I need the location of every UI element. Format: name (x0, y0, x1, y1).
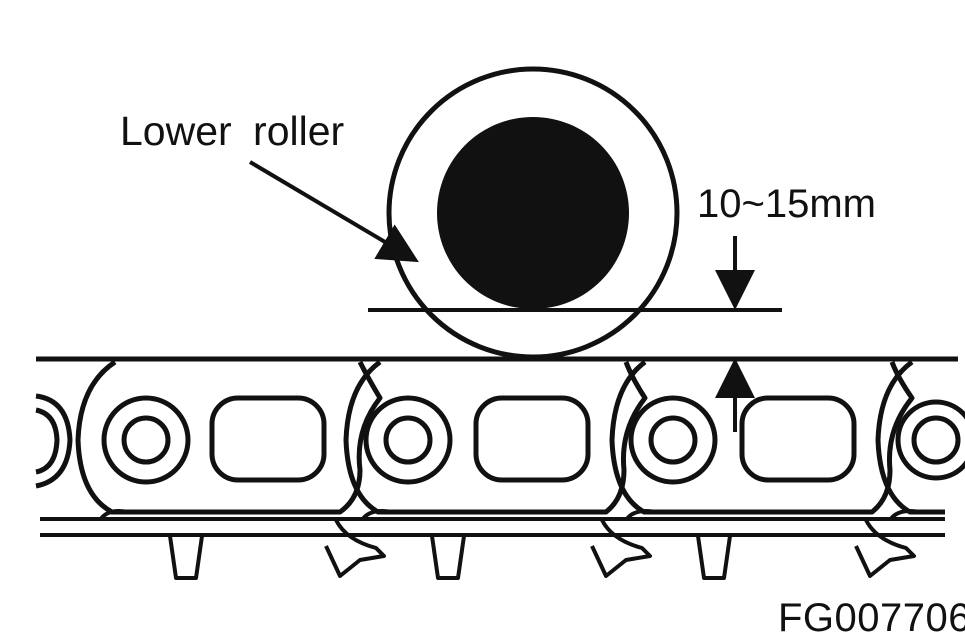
link-pin-outer (363, 395, 453, 485)
track-link-1 (75, 359, 383, 515)
link-pin-inner (121, 415, 171, 465)
figure-code: FG007706 (778, 596, 965, 640)
link-window (209, 395, 327, 483)
shoe-grouser (360, 509, 652, 580)
lower-roller (386, 66, 680, 360)
track-shoes (98, 509, 921, 580)
link-pin-outer (895, 399, 965, 481)
link-pin-outer (628, 395, 718, 485)
shoe-grouser (888, 509, 921, 522)
shoe-grouser (98, 509, 386, 580)
link-pin-outer (101, 395, 191, 485)
lower-roller-label: Lower roller (120, 108, 345, 154)
track-link-3 (609, 359, 915, 515)
roller-leader-arrow (248, 160, 419, 263)
link-window (739, 395, 857, 483)
track-chain (35, 356, 965, 580)
shoe-grouser (624, 509, 916, 580)
track-link-2 (343, 359, 648, 515)
link-pin-inner (911, 415, 961, 465)
link-pin-inner (648, 415, 698, 465)
gap-dimension-label: 10~15mm (697, 182, 876, 226)
track-link-partial-left-inner (35, 407, 60, 475)
track-link-partial-right (875, 359, 965, 515)
roller-hub (437, 117, 629, 309)
link-window (473, 395, 591, 483)
link-pin-inner (383, 415, 433, 465)
track-link-partial-left (35, 393, 73, 489)
